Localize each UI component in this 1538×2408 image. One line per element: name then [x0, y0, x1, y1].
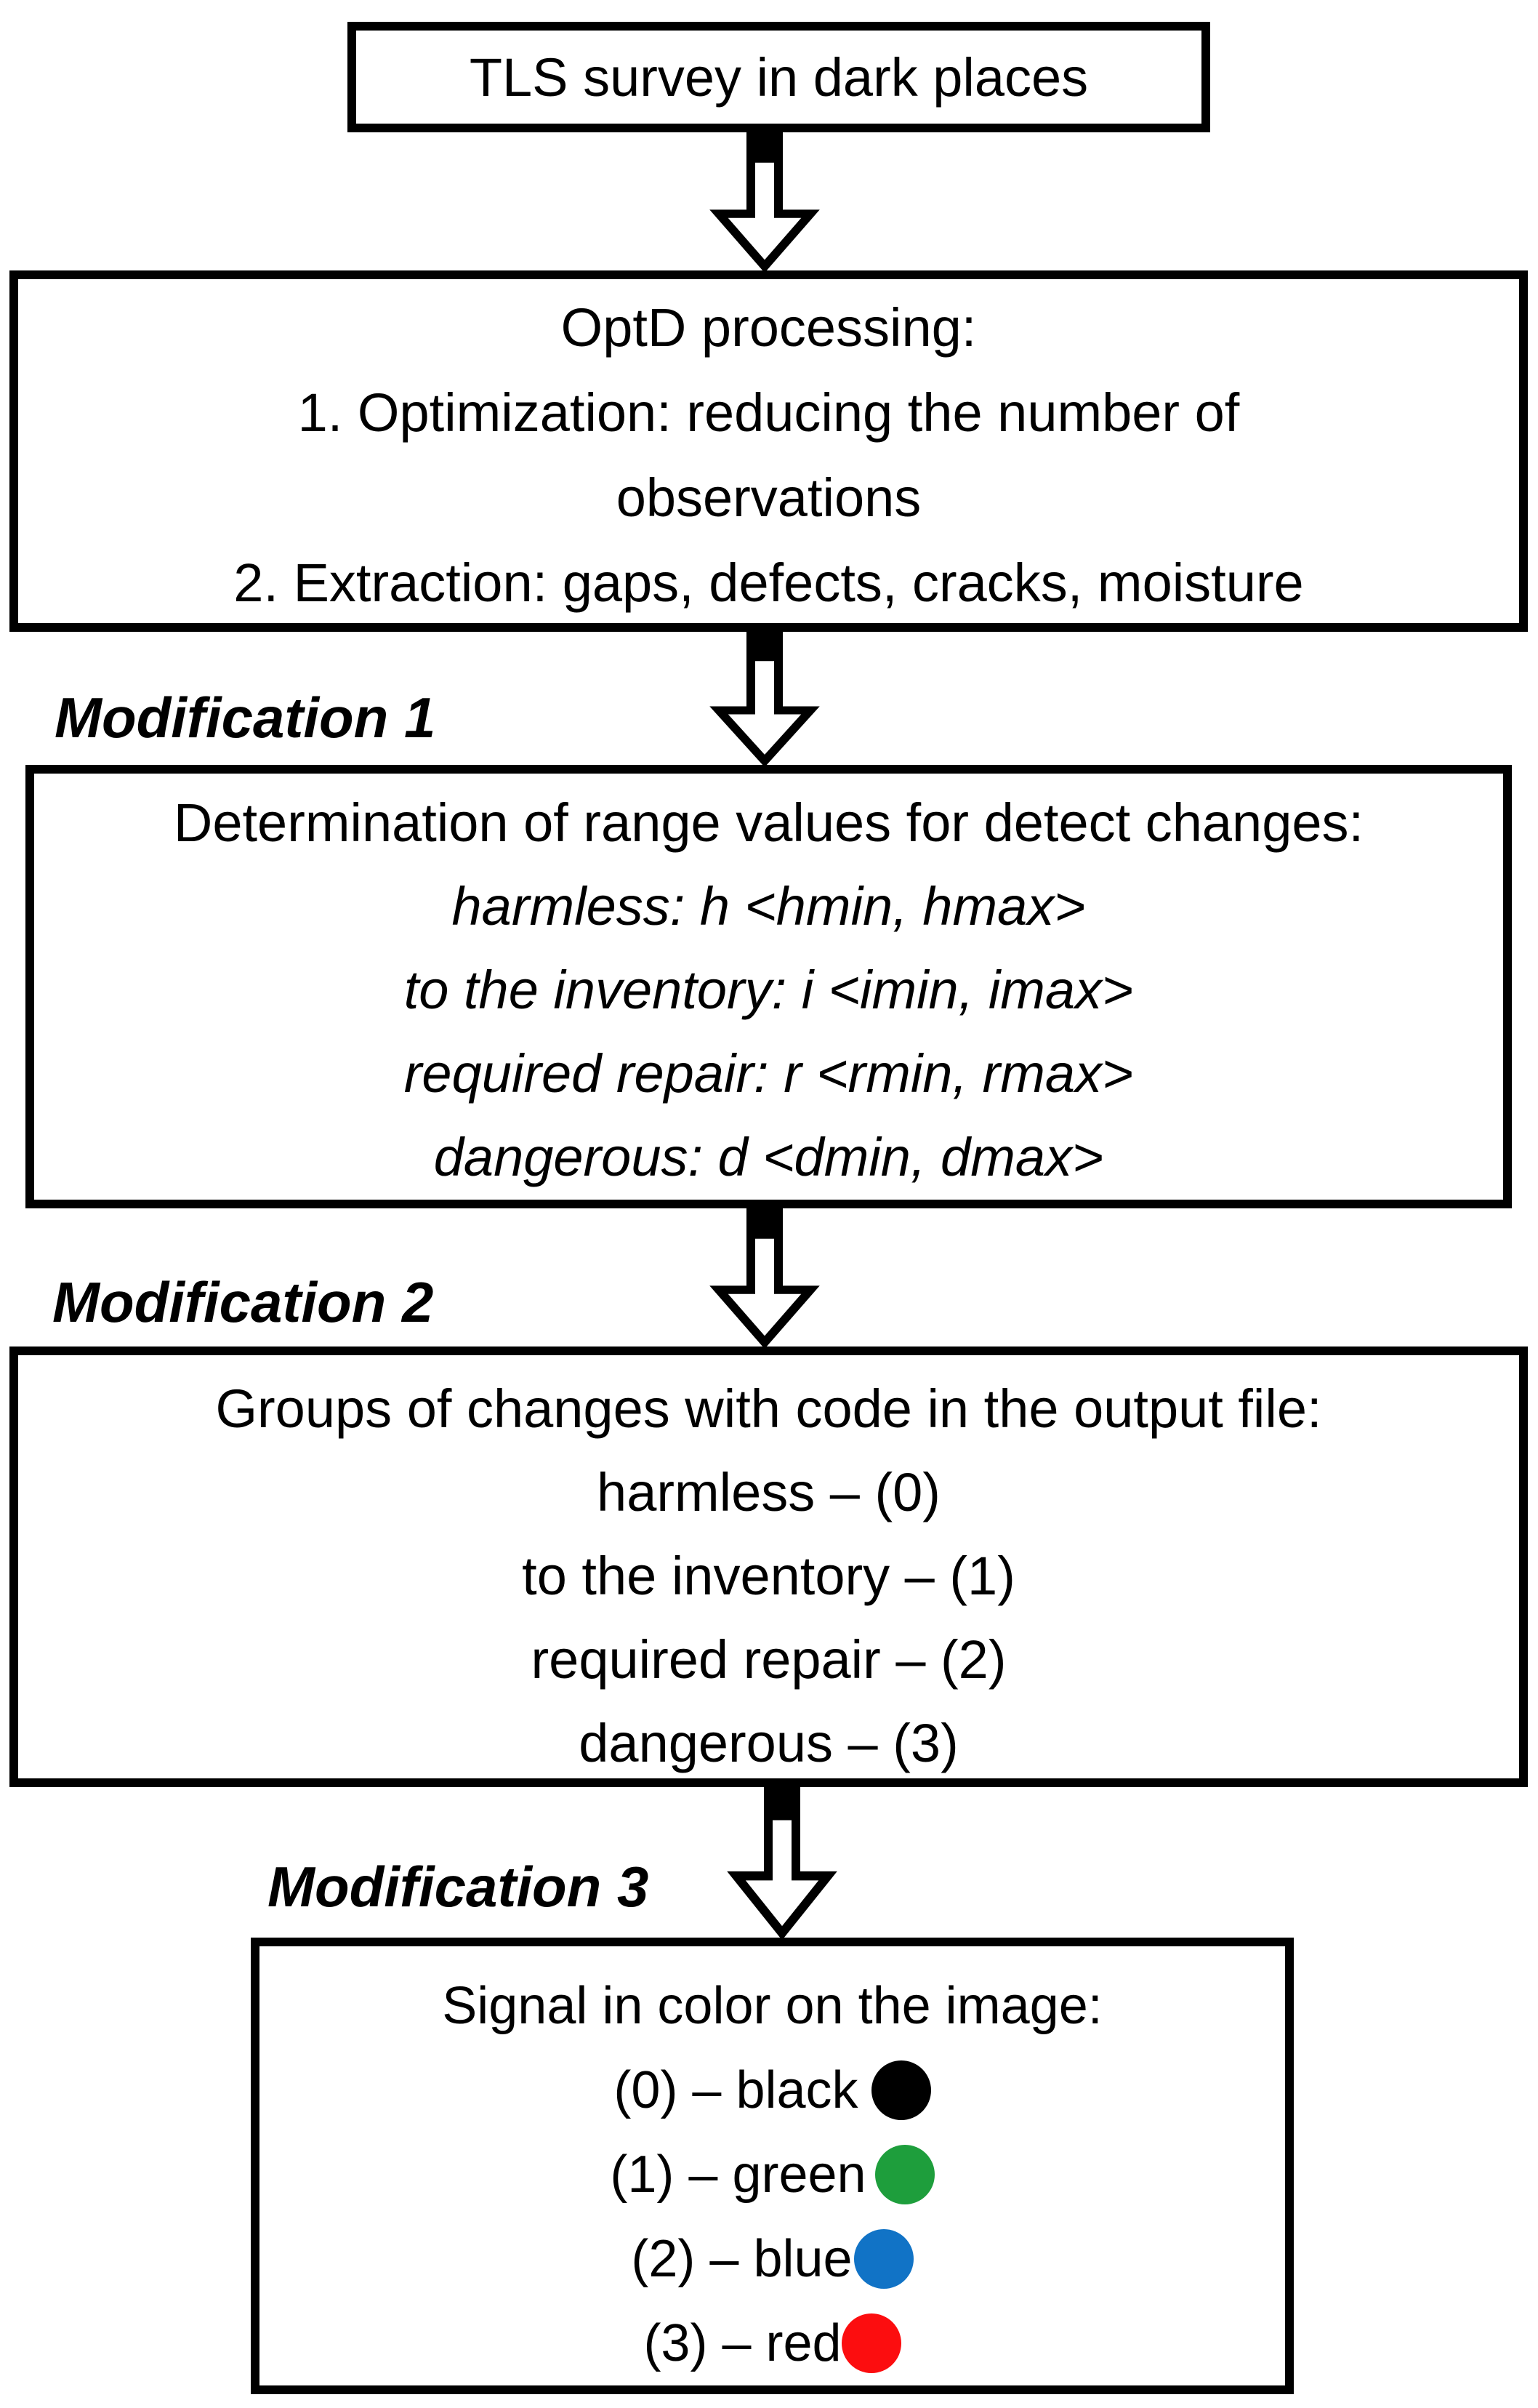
signal-label-blue: (2) – blue — [631, 2230, 853, 2288]
box-tls-survey-text: TLS survey in dark places — [469, 47, 1089, 108]
signal-label-black: (0) – black — [613, 2061, 858, 2119]
signal-row-green: (1) – green — [259, 2132, 1285, 2217]
label-modification-2: Modification 2 — [52, 1270, 434, 1334]
optd-step-1: 1. Optimization: reducing the number of — [297, 382, 1240, 443]
box-optd-processing: OptD processing: 1. Optimization: reduci… — [9, 270, 1528, 632]
group-repair: required repair – (2) — [531, 1629, 1007, 1690]
optd-step-2: 2. Extraction: gaps, defects, cracks, mo… — [233, 553, 1304, 613]
signal-title: Signal in color on the image: — [442, 1977, 1103, 2035]
label-modification-3: Modification 3 — [267, 1855, 649, 1919]
down-arrow-icon — [709, 132, 820, 270]
black-dot-icon — [871, 2060, 931, 2120]
signal-label-red: (3) – red — [643, 2314, 842, 2372]
group-dangerous: dangerous – (3) — [579, 1713, 959, 1773]
range-dangerous: dangerous: d <dmin, dmax> — [433, 1127, 1104, 1187]
signal-row-red: (3) – red — [259, 2301, 1285, 2385]
range-harmless: harmless: h <hmin, hmax> — [451, 876, 1086, 936]
optd-title: OptD processing: — [560, 297, 977, 358]
optd-step-1-cont: observations — [616, 467, 922, 528]
signal-row-blue: (2) – blue — [259, 2217, 1285, 2301]
box-tls-survey: TLS survey in dark places — [347, 22, 1210, 132]
label-modification-1: Modification 1 — [55, 686, 436, 750]
down-arrow-icon — [709, 632, 820, 765]
box-groups-of-changes: Groups of changes with code in the outpu… — [9, 1347, 1528, 1787]
box-range-values: Determination of range values for detect… — [25, 765, 1512, 1208]
box-signal-colors: Signal in color on the image: (0) – blac… — [251, 1938, 1294, 2394]
down-arrow-icon — [709, 1208, 820, 1347]
range-values-title: Determination of range values for detect… — [173, 792, 1364, 853]
red-dot-icon — [841, 2313, 901, 2373]
range-repair: required repair: r <rmin, rmax> — [403, 1043, 1134, 1104]
group-inventory: to the inventory – (1) — [522, 1546, 1015, 1606]
down-arrow-icon — [727, 1787, 837, 1938]
blue-dot-icon — [853, 2229, 914, 2289]
signal-label-green: (1) – green — [610, 2146, 866, 2204]
green-dot-icon — [874, 2145, 935, 2204]
groups-title: Groups of changes with code in the outpu… — [215, 1378, 1322, 1439]
range-inventory: to the inventory: i <imin, imax> — [403, 960, 1134, 1020]
signal-row-black: (0) – black — [259, 2048, 1285, 2132]
group-harmless: harmless – (0) — [597, 1462, 941, 1522]
